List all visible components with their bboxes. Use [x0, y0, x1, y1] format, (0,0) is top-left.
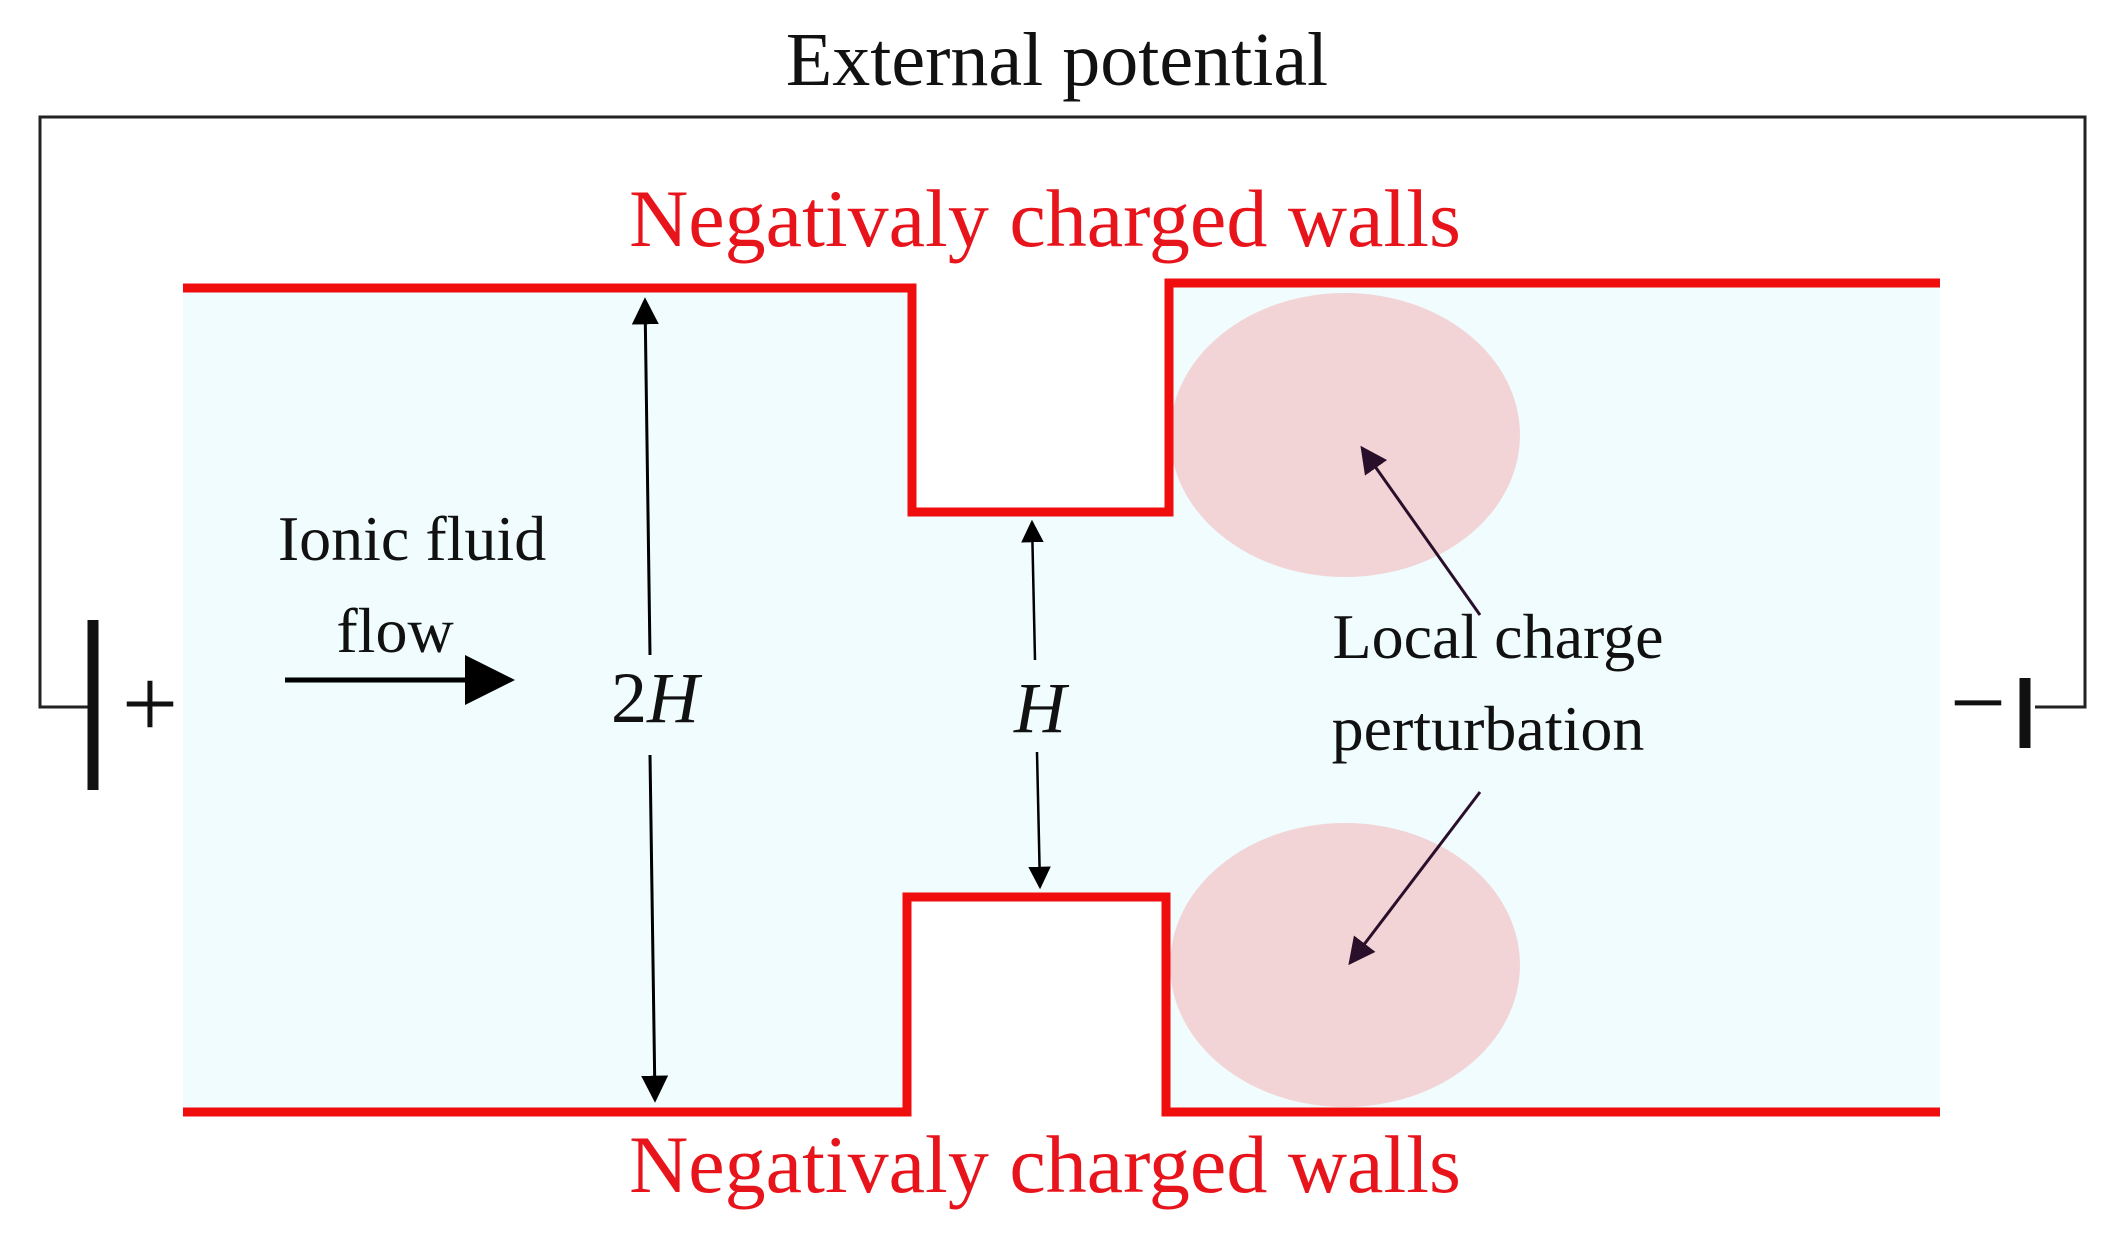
flow-label-line1: Ionic fluid: [278, 503, 546, 574]
constriction-height-arrow-down: [1028, 751, 1051, 890]
flow-label-line2: flow: [336, 595, 453, 666]
flow-arrowhead: [465, 655, 515, 705]
diagram-title: External potential: [786, 18, 1328, 102]
bottom-wall-label: Negativaly charged walls: [629, 1119, 1461, 1210]
perturbation-arrow-bottom: [1348, 791, 1482, 966]
external-circuit-wire: [38, 115, 2087, 709]
channel-height-coef: 2: [611, 658, 647, 738]
negative-sign: −: [1950, 647, 2006, 758]
constriction-height-arrow-up: [1021, 519, 1044, 661]
channel-height-arrow-up: [631, 297, 659, 656]
top-wall-label: Negativaly charged walls: [629, 173, 1461, 264]
channel-height-label: 2H: [611, 658, 703, 738]
top-wall: [183, 278, 1940, 517]
perturbation-blob-bottom: [1170, 823, 1520, 1107]
bottom-wall: [183, 892, 1940, 1117]
constriction-height-label: H: [1013, 668, 1070, 748]
perturbation-label-line1: Local charge: [1332, 601, 1663, 672]
positive-sign: +: [122, 648, 178, 759]
channel-height-var: H: [646, 658, 703, 738]
perturbation-blob-top: [1170, 293, 1520, 577]
perturbation-arrow-top: [1360, 445, 1482, 616]
channel-height-arrow-down: [641, 754, 669, 1103]
perturbation-label-line2: perturbation: [1332, 693, 1645, 764]
